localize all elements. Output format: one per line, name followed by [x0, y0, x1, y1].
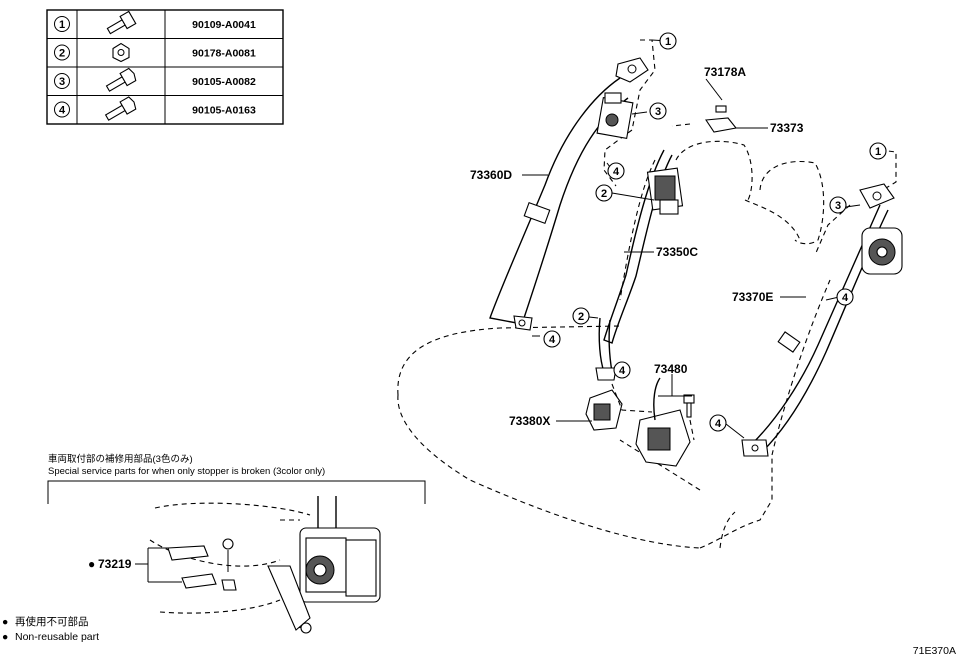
- part-label-73370E: 73370E: [732, 290, 773, 304]
- fastener-row-4: 4 90105-A0163: [54, 96, 256, 121]
- part-labels: 73178A 73373 73360D 73350C 73370E 73480 …: [470, 65, 804, 428]
- part-label-73178A: 73178A: [704, 65, 746, 79]
- part-label-73360D: 73360D: [470, 168, 512, 182]
- part-label-73380X: 73380X: [509, 414, 550, 428]
- callout-number: 1: [665, 36, 671, 48]
- bolt-icon: [104, 96, 137, 121]
- seat-outline: [397, 140, 831, 549]
- callout-number: 2: [601, 188, 607, 200]
- right-upper-anchor: [859, 183, 895, 209]
- legend-jp: 再使用不可部品: [15, 615, 89, 628]
- fastener-part-code: 90109-A0041: [192, 19, 256, 31]
- center-retractor: [646, 167, 684, 215]
- bolt-icon: [106, 10, 137, 35]
- left-shoulder-belt: [489, 39, 656, 331]
- diagram-code: 71E370A: [913, 645, 956, 657]
- part-label-73219: 73219: [98, 557, 132, 571]
- legend-en: Non-reusable part: [15, 631, 99, 643]
- legend: ● 再使用不可部品 ● Non-reusable part: [2, 615, 99, 643]
- callout-4: 4: [543, 330, 561, 348]
- fastener-number: 1: [59, 19, 65, 31]
- fastener-part-code: 90178-A0081: [192, 48, 256, 60]
- callout-number: 4: [715, 418, 722, 430]
- callout-2: 2: [595, 184, 613, 202]
- callout-1: 1: [659, 32, 677, 50]
- inset-stopper: [167, 538, 237, 591]
- callout-number: 2: [578, 311, 584, 323]
- legend-marker: ●: [2, 616, 8, 628]
- callout-4: 4: [709, 414, 727, 432]
- callout-number: 4: [619, 365, 626, 377]
- fastener-number: 2: [59, 48, 65, 60]
- service-note-jp: 車両取付部の補修用部品(3色のみ): [48, 453, 193, 465]
- part-label-73480: 73480: [654, 362, 688, 376]
- callout-number: 4: [842, 292, 849, 304]
- non-reusable-marker: ●: [88, 557, 95, 571]
- fastener-row-2: 2 90178-A0081: [54, 42, 256, 63]
- fastener-row-3: 3 90105-A0082: [54, 67, 256, 92]
- part-label-73350C: 73350C: [656, 245, 698, 259]
- bolt-icon: [683, 394, 695, 418]
- belt-guide: [523, 201, 551, 225]
- right-retractor: [861, 227, 903, 275]
- service-note-en: Special service parts for when only stop…: [48, 466, 325, 477]
- inset-retractor: [299, 527, 381, 603]
- callout-number: 4: [549, 334, 556, 346]
- fastener-part-code: 90105-A0163: [192, 105, 256, 117]
- buckle-73380X: [585, 389, 623, 431]
- service-parts-inset: 車両取付部の補修用部品(3色のみ) Special service parts …: [47, 453, 426, 634]
- fastener-number: 3: [59, 76, 65, 88]
- inset-anchor-plate: [267, 565, 312, 634]
- fastener-table: 1 90109-A0041 2 90178-A0081 3 90105-A008: [46, 9, 284, 125]
- center-bracket: [705, 105, 738, 133]
- fastener-row-1: 1 90109-A0041: [54, 10, 256, 35]
- callout-1: 1: [869, 142, 887, 160]
- center-anchor: [595, 367, 617, 381]
- callout-2: 2: [572, 307, 590, 325]
- callout-4: 4: [836, 288, 854, 306]
- callouts: 1 3 4 2 4 2 4 1 3 4 4: [543, 32, 887, 432]
- fastener-number: 4: [59, 105, 66, 117]
- upper-anchor: [615, 57, 649, 83]
- callout-number: 3: [835, 200, 841, 212]
- leader-lines: [522, 39, 861, 439]
- bolt-icon: [105, 67, 137, 92]
- legend-marker: ●: [2, 631, 8, 643]
- callout-4: 4: [613, 361, 631, 379]
- center-belt: [595, 105, 738, 381]
- part-label-73373: 73373: [770, 121, 804, 135]
- callout-4: 4: [607, 162, 625, 180]
- buckle-73480: [635, 377, 695, 467]
- nut-icon: [112, 42, 130, 63]
- callout-3: 3: [649, 102, 667, 120]
- callout-3: 3: [829, 196, 847, 214]
- callout-number: 1: [875, 146, 881, 158]
- fastener-part-code: 90105-A0082: [192, 76, 256, 88]
- callout-number: 4: [613, 166, 620, 178]
- right-belt-guide: [777, 331, 801, 353]
- height-adjuster: [596, 92, 634, 139]
- right-lower-anchor: [741, 439, 769, 457]
- callout-number: 3: [655, 106, 661, 118]
- lower-anchor: [513, 315, 533, 331]
